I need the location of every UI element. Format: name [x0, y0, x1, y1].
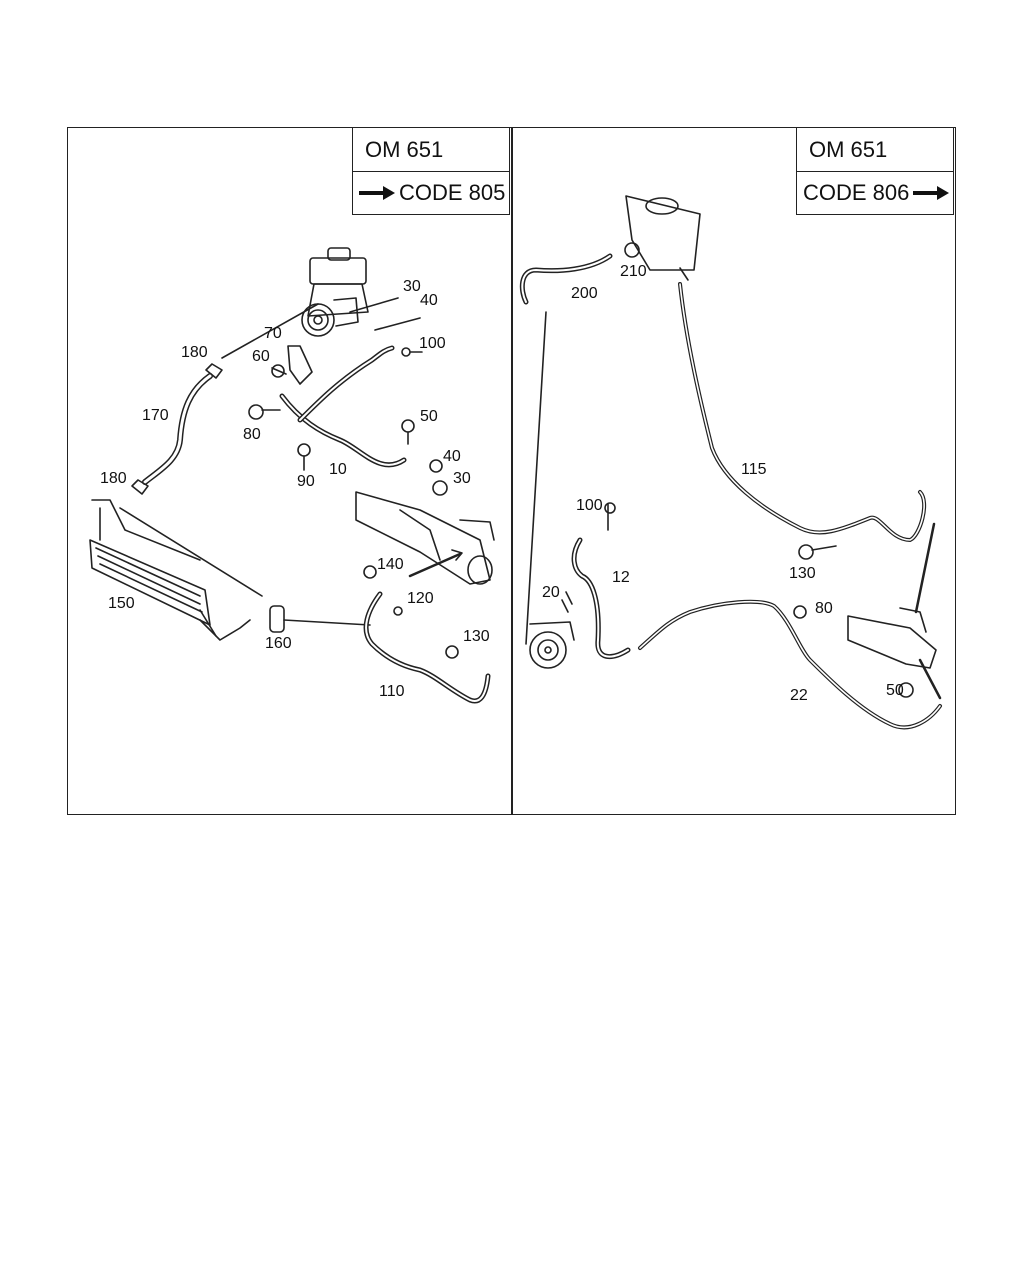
callout-70: 70 [264, 325, 282, 342]
callout-115: 115 [741, 461, 767, 478]
callout-100: 100 [576, 497, 603, 514]
callout-210: 210 [620, 263, 647, 280]
callout-90: 90 [297, 473, 315, 490]
code-box-right: OM 651 CODE 806 [796, 127, 954, 215]
power-steering-pump-right [529, 621, 575, 669]
callout-80: 80 [815, 600, 833, 617]
callout-40: 40 [420, 292, 438, 309]
reservoir-right [625, 195, 701, 281]
callout-100: 100 [419, 335, 446, 352]
code-box-left: OM 651 CODE 805 [352, 127, 510, 215]
callout-130: 130 [789, 565, 816, 582]
callout-22: 22 [790, 687, 808, 704]
arrow-right-icon [359, 186, 395, 200]
code-label-right: CODE 806 [803, 180, 910, 205]
callout-12: 12 [612, 569, 630, 586]
callout-180: 180 [181, 344, 208, 361]
callout-170: 170 [142, 407, 169, 424]
callout-80: 80 [243, 426, 261, 443]
engine-label-left: OM 651 [353, 128, 509, 172]
callout-30: 30 [403, 278, 421, 295]
callout-150: 150 [108, 595, 135, 612]
code-label-left: CODE 805 [399, 180, 506, 205]
steering-gear-right [847, 607, 937, 669]
callout-200: 200 [571, 285, 598, 302]
callout-130: 130 [463, 628, 490, 645]
callout-50: 50 [420, 408, 438, 425]
code-label-row-left: CODE 805 [353, 172, 509, 214]
callout-120: 120 [407, 590, 434, 607]
panel-divider [511, 127, 513, 815]
callout-50: 50 [886, 682, 904, 699]
callout-110: 110 [379, 683, 405, 700]
callout-20: 20 [542, 584, 560, 601]
callout-160: 160 [265, 635, 292, 652]
callout-60: 60 [252, 348, 270, 365]
callout-10: 10 [329, 461, 347, 478]
engine-label-right: OM 651 [797, 128, 953, 172]
code-label-row-right: CODE 806 [797, 172, 953, 214]
steering-gear-left [355, 491, 495, 585]
oil-cooler [89, 499, 251, 641]
callout-180: 180 [100, 470, 127, 487]
callout-140: 140 [377, 556, 404, 573]
callout-40: 40 [443, 448, 461, 465]
power-steering-pump-left [301, 247, 369, 337]
callout-30: 30 [453, 470, 471, 487]
arrow-right-icon [913, 186, 949, 200]
